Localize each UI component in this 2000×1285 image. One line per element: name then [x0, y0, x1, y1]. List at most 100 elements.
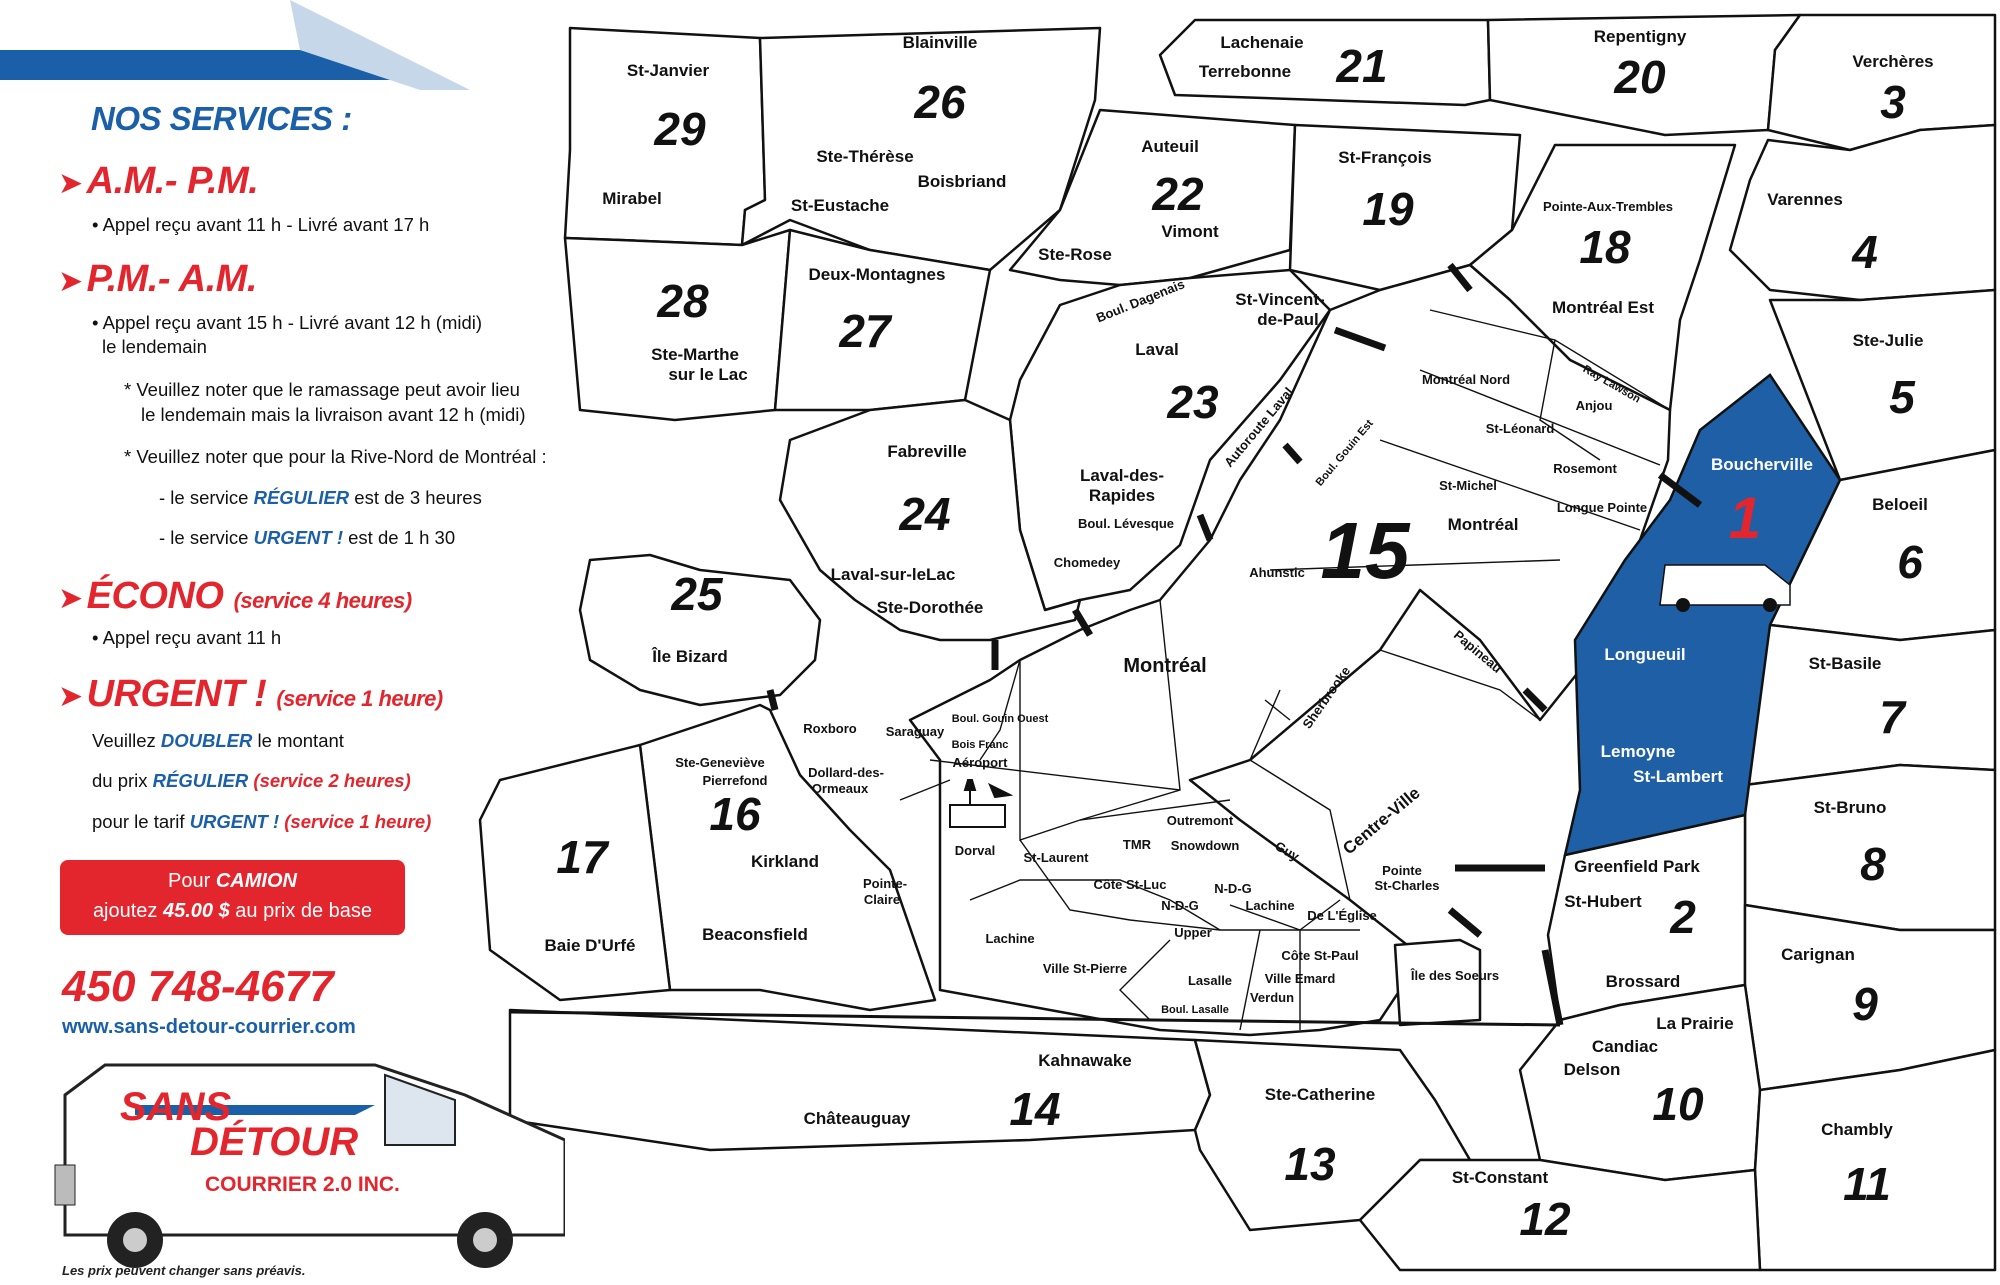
place-label: St-Hubert [1564, 892, 1642, 911]
zone-number-25: 25 [670, 568, 724, 620]
zone-28[interactable] [563, 228, 792, 422]
service-pmam-line: le lendemain [102, 336, 207, 357]
service-ampm-line: • Appel reçu avant 11 h - Livré avant 17… [92, 214, 430, 235]
place-label: Anjou [1576, 398, 1613, 413]
place-label: Ste-Geneviève [675, 755, 765, 770]
service-urgent-label: URGENT ! [86, 673, 267, 715]
place-label: Verdun [1250, 990, 1294, 1005]
place-label: La Prairie [1656, 1014, 1734, 1033]
place-label: Roxboro [803, 721, 857, 736]
place-label: Ste-Dorothée [877, 598, 984, 617]
place-label: St-François [1338, 148, 1432, 167]
zone-24[interactable] [778, 398, 1082, 642]
service-econo-label: ÉCONO [86, 575, 224, 617]
service-econo-heading: ➤ÉCONO (service 4 heures) [58, 575, 412, 618]
arrow-right-icon: ➤ [58, 680, 83, 713]
place-label: Chomedey [1054, 555, 1121, 570]
header-swoosh-blue [0, 50, 420, 80]
place-label: Lachenaie [1220, 33, 1303, 52]
place-label: St-Bruno [1814, 798, 1887, 817]
company-van-logo: SANS DÉTOUR COURRIER 2.0 INC. [54, 1063, 565, 1268]
place-label: Longueuil [1604, 645, 1685, 664]
place-label: Outremont [1167, 813, 1234, 828]
place-label: Pierrefond [702, 773, 767, 788]
place-label: Lachine [985, 931, 1034, 946]
place-label: Laval [1135, 340, 1178, 359]
place-label: Côte St-Paul [1281, 948, 1358, 963]
header-swoosh-light [290, 0, 470, 90]
place-label: Montréal Nord [1422, 372, 1510, 387]
arrow-right-icon: ➤ [58, 265, 83, 298]
zone-17[interactable] [478, 743, 672, 1002]
service-urgent-line: du prix RÉGULIER (service 2 heures) [92, 770, 411, 791]
zone-number-29: 29 [653, 103, 706, 155]
place-label: St-Léonard [1486, 421, 1555, 436]
phone-number[interactable]: 450 748-4677 [62, 962, 334, 1011]
place-label: Upper [1174, 925, 1212, 940]
zone-12[interactable] [1358, 1158, 1762, 1272]
place-label: Saraguay [886, 724, 945, 739]
place-label: St-Lambert [1633, 767, 1723, 786]
zone-16[interactable] [638, 703, 937, 1012]
services-title: NOS SERVICES : [91, 100, 352, 137]
place-label: Lachine [1245, 898, 1294, 913]
zone-number-14: 14 [1009, 1083, 1060, 1135]
place-label: Dollard-des- [808, 765, 884, 780]
zone-number-17: 17 [556, 831, 610, 883]
place-label: Kahnawake [1038, 1051, 1132, 1070]
zone-number-23: 23 [1166, 376, 1219, 428]
place-label: St-Laurent [1024, 850, 1090, 865]
place-label: Candiac [1592, 1037, 1658, 1056]
place-label: Châteauguay [804, 1109, 911, 1128]
website-link[interactable]: www.sans-detour-courrier.com [62, 1016, 356, 1038]
zone-number-2: 2 [1669, 891, 1696, 943]
zone-number-9: 9 [1852, 978, 1878, 1030]
zone-ile-des-soeurs[interactable] [1393, 938, 1482, 1027]
place-label: Deux-Montagnes [809, 265, 946, 284]
place-label: Montréal [1123, 655, 1206, 677]
place-label: Laval-des- [1080, 466, 1164, 485]
place-label: St-Basile [1809, 654, 1882, 673]
place-label: Boul. Lasalle [1161, 1004, 1229, 1016]
place-label: Mirabel [602, 189, 662, 208]
zone-23[interactable] [1008, 268, 1332, 612]
place-label: St-Vincent- [1235, 290, 1324, 309]
place-label: Rosemont [1553, 461, 1617, 476]
disclaimer: Les prix peuvent changer sans préavis. [62, 1263, 306, 1278]
place-label: Beaconsfield [702, 925, 808, 944]
zone-number-21: 21 [1335, 40, 1387, 92]
place-label: N-D-G [1214, 881, 1252, 896]
place-label: Lemoyne [1601, 742, 1676, 761]
zone-7[interactable] [1743, 623, 1997, 787]
zone-number-8: 8 [1860, 838, 1886, 890]
zone-25[interactable] [578, 553, 822, 707]
place-label: Boisbriand [918, 172, 1007, 191]
place-label: Ormeaux [812, 781, 869, 796]
place-label: St-Janvier [627, 61, 710, 80]
place-label: Kirkland [751, 852, 819, 871]
van-icon [1659, 564, 1791, 612]
zone-5[interactable] [1768, 288, 1997, 482]
service-note: * Veuillez noter que le ramassage peut a… [124, 379, 520, 400]
zone-number-15: 15 [1321, 506, 1411, 595]
zone-number-28: 28 [656, 275, 709, 327]
service-note: le lendemain mais la livraison avant 12 … [141, 404, 526, 425]
place-label: Beloeil [1872, 495, 1928, 514]
place-label: St-Michel [1439, 478, 1497, 493]
arrow-right-icon: ➤ [58, 582, 83, 615]
place-label: Repentigny [1594, 27, 1687, 46]
place-label: Varennes [1767, 190, 1843, 209]
zone-14[interactable] [508, 1008, 1212, 1152]
place-label: Ste-Marthe [651, 345, 739, 364]
place-label: Fabreville [887, 442, 966, 461]
service-pmam-heading: ➤P.M.- A.M. [58, 258, 257, 301]
place-label: Pointe- [863, 876, 907, 891]
zone-number-1: 1 [1729, 486, 1761, 551]
place-label: Claire [864, 892, 900, 907]
place-label: Ste-Thérèse [816, 147, 913, 166]
place-label: Ville St-Pierre [1043, 961, 1127, 976]
airport-icon [949, 779, 1014, 828]
service-econo-sub: (service 4 heures) [233, 588, 413, 613]
place-label: Montréal Est [1552, 298, 1654, 317]
